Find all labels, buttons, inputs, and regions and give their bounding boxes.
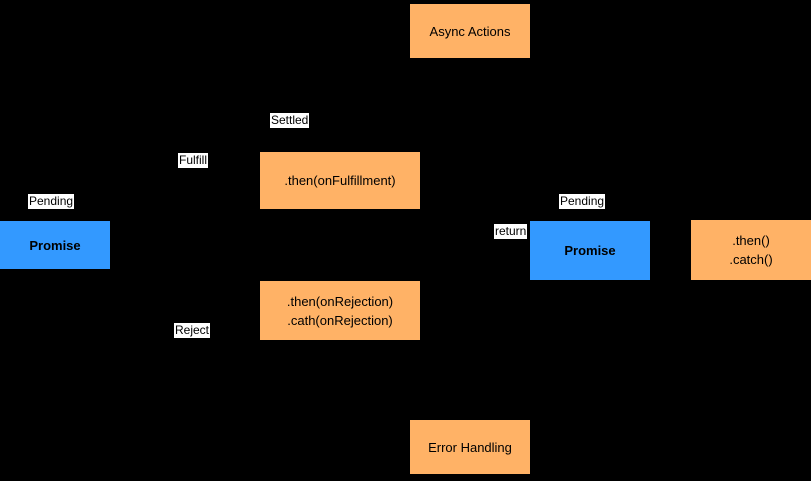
reject-edge-label: Reject [174, 323, 211, 338]
fulfill-edge-label: Fulfill [178, 153, 209, 168]
then-onrejection-node: .then(onRejection) .cath(onRejection) [260, 281, 420, 340]
then-onrejection-line2: .cath(onRejection) [287, 312, 393, 328]
then-onrejection-line1: .then(onRejection) [286, 293, 394, 309]
settled-edge-label: Settled [270, 113, 310, 128]
pending-right-edge-label: Pending [559, 194, 606, 209]
return-edge-label: return [494, 224, 528, 239]
pending-left-edge-label: Pending [28, 194, 75, 209]
then-catch-line1: .then() [732, 233, 770, 248]
async-actions-node: Async Actions [410, 4, 530, 58]
promise-right-label: Promise [564, 243, 616, 258]
then-catch-node: .then() .catch() [691, 220, 811, 280]
then-onfulfillment-label: .then(onFulfillment) [284, 173, 396, 188]
promise-left-node: Promise [0, 221, 110, 269]
promise-left-label: Promise [29, 237, 81, 253]
then-onfulfillment-node: .then(onFulfillment) [260, 152, 420, 209]
promise-right-node: Promise [530, 221, 650, 280]
error-handling-label: Error Handling [428, 439, 512, 455]
then-catch-line2: .catch() [729, 252, 773, 267]
async-actions-label: Async Actions [429, 23, 511, 39]
error-handling-node: Error Handling [410, 420, 530, 474]
